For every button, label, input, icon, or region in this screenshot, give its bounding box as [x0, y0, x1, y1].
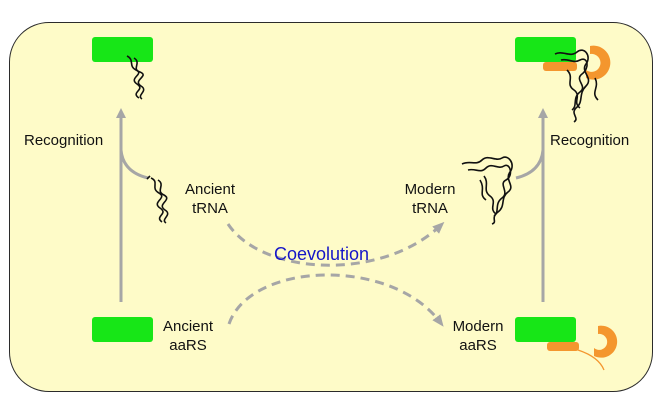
ancient-trna-label: Ancient tRNA [180, 180, 240, 218]
ancient-enzyme-top [92, 37, 153, 62]
modern-trna-free [461, 156, 513, 225]
recognition-label-right: Recognition [550, 132, 630, 149]
ancient-aars-label-line1: Ancient [162, 318, 214, 335]
ancient-aars-label: Ancient aaRS [158, 317, 218, 355]
modern-aars-anticodon-domain [594, 325, 618, 358]
ancient-trna-bound [126, 55, 145, 100]
recognition-label-left: Recognition [24, 132, 104, 149]
modern-trna-bound [554, 49, 599, 123]
modern-enzyme-top [515, 37, 576, 62]
modern-aars-label: Modern aaRS [446, 317, 510, 355]
modern-aars-label-line1: Modern [452, 318, 504, 335]
ancient-trna-label-line1: Ancient [184, 181, 236, 198]
ancient-trna-free [146, 175, 169, 224]
modern-aars-enzyme [515, 317, 576, 342]
modern-trna-label: Modern tRNA [398, 180, 462, 218]
modern-complex [515, 37, 611, 123]
ancient-complex [92, 37, 153, 100]
ancient-aars-label-line2: aaRS [169, 337, 207, 354]
coevolution-arrow-aars [227, 273, 444, 327]
modern-aars-label-line2: aaRS [459, 337, 497, 354]
modern-trna-label-line1: Modern [404, 181, 456, 198]
modern-aars [515, 317, 618, 371]
right-recognition-arrow [515, 108, 548, 302]
left-recognition-arrow [116, 108, 149, 302]
modern-anticodon-domain-top [586, 45, 611, 80]
ancient-trna-label-line2: tRNA [192, 200, 228, 217]
coevolution-arrow-trna [226, 221, 445, 267]
coevolution-label: Coevolution [274, 244, 370, 264]
modern-trna-label-line2: tRNA [412, 200, 448, 217]
ancient-aars-enzyme [92, 317, 153, 342]
